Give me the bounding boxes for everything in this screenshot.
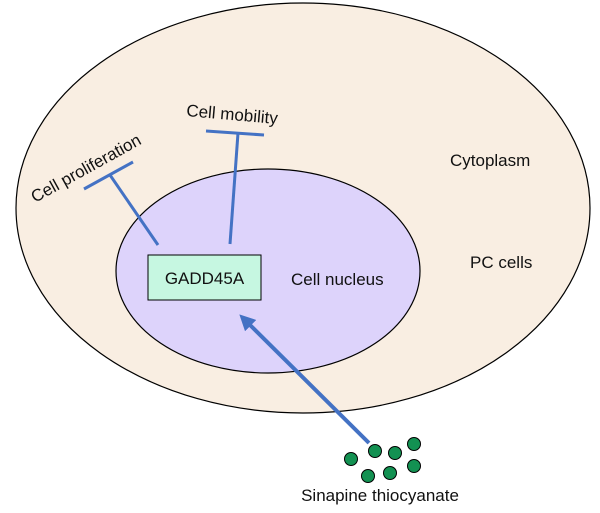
proliferation-inhibition-line: [108, 174, 160, 246]
gadd45a-label: GADD45A: [165, 269, 245, 288]
compound-dot: [344, 452, 358, 466]
compound-dot: [368, 444, 382, 458]
mobility-inhibition: [205, 129, 265, 245]
compound-dots: [344, 437, 421, 483]
cell-nucleus: [115, 168, 421, 374]
proliferation-inhibition: [83, 160, 160, 246]
mobility-inhibition-line: [228, 132, 240, 245]
gadd45a-box: [147, 254, 262, 301]
compound-dot: [388, 446, 402, 460]
mobility-inhibition-bar: [205, 129, 265, 137]
activation-arrow: [239, 314, 371, 445]
compound-dot: [407, 437, 421, 451]
compound-dot: [383, 466, 397, 480]
pc-cells-label: PC cells: [470, 253, 532, 272]
proliferation-inhibition-bar: [83, 160, 134, 191]
cytoplasm-label: Cytoplasm: [450, 151, 530, 170]
compound-label: Sinapine thiocyanate: [301, 486, 459, 505]
compound-dot: [407, 459, 421, 473]
compound-dot: [361, 469, 375, 483]
nucleus-label: Cell nucleus: [291, 270, 384, 289]
